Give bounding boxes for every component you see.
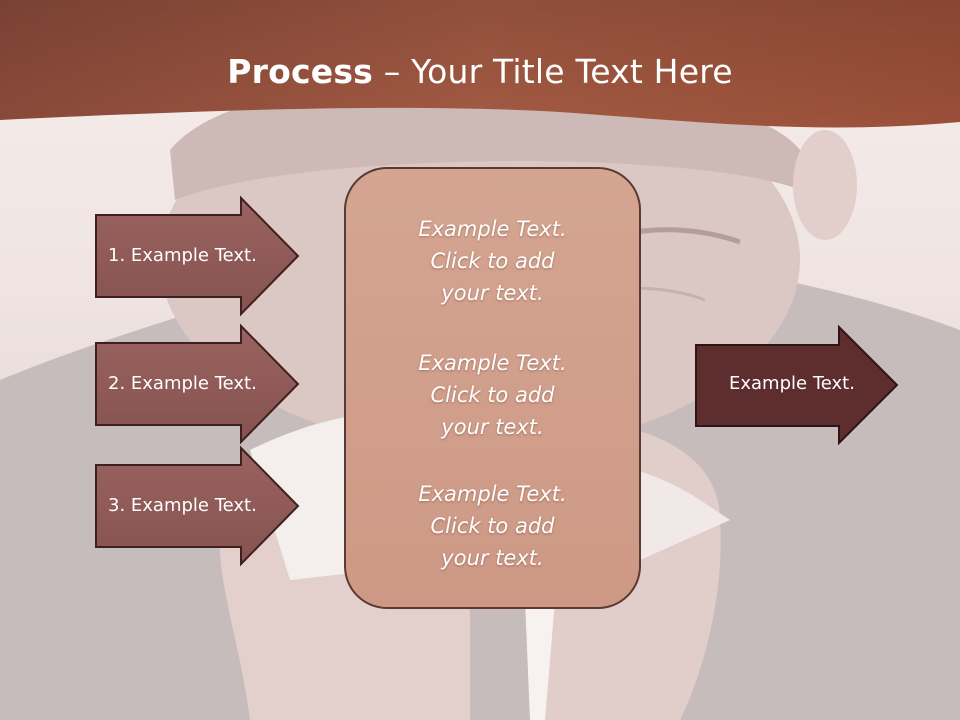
- arrow-1[interactable]: [95, 195, 300, 317]
- center-text-line: Example Text.: [418, 351, 567, 375]
- arrow-2[interactable]: [95, 323, 300, 445]
- center-text-line: Click to add: [430, 249, 555, 273]
- center-text-line: Click to add: [430, 514, 555, 538]
- center-text-line: Example Text.: [418, 217, 567, 241]
- center-text-line: Example Text.: [418, 482, 567, 506]
- center-text-line: your text.: [441, 281, 544, 305]
- title-banner: [0, 0, 960, 128]
- arrow-1-label: 1. Example Text.: [108, 245, 257, 266]
- title-bold: Process: [227, 52, 374, 91]
- center-text-line: Click to add: [430, 383, 555, 407]
- page-title: Process – Your Title Text Here: [0, 52, 960, 91]
- center-text-line: your text.: [441, 546, 544, 570]
- arrow-right-label: Example Text.: [729, 373, 855, 394]
- title-rest: – Your Title Text Here: [373, 52, 733, 91]
- center-text-block-2: Example Text. Click to add your text.: [345, 347, 640, 443]
- arrow-3-label: 3. Example Text.: [108, 495, 257, 516]
- center-text-block-3: Example Text. Click to add your text.: [345, 478, 640, 574]
- arrow-2-label: 2. Example Text.: [108, 373, 257, 394]
- center-text-line: your text.: [441, 415, 544, 439]
- arrow-3[interactable]: [95, 445, 300, 567]
- arrow-right[interactable]: [695, 324, 899, 446]
- center-text-block-1: Example Text. Click to add your text.: [345, 213, 640, 309]
- center-box[interactable]: [344, 167, 641, 609]
